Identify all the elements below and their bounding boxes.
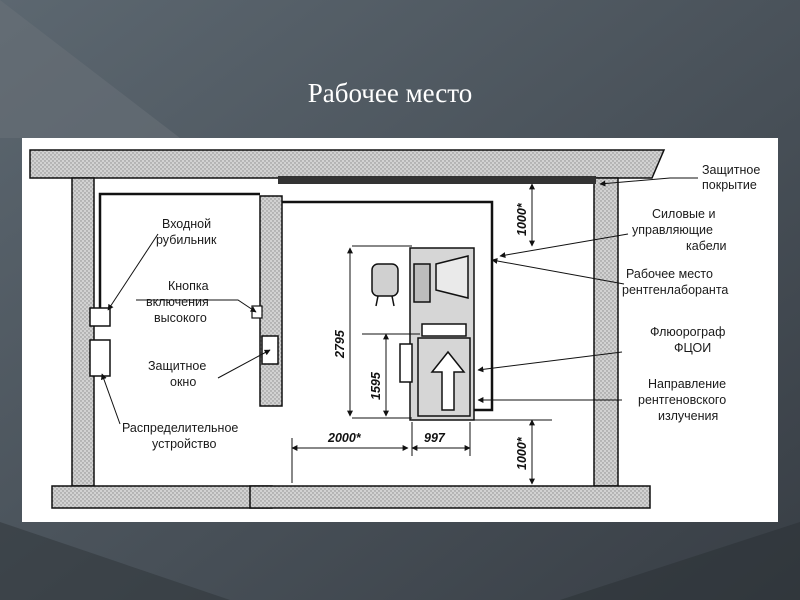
radiation-direction-arrow-icon: [430, 350, 466, 411]
label-power-cables: Силовые и управляющие кабели: [632, 207, 727, 253]
svg-text:окно: окно: [170, 375, 196, 389]
svg-text:Флюорограф: Флюорограф: [650, 325, 725, 339]
leader-lines: [101, 177, 698, 425]
label-radiographer-workplace: Рабочее место рентгенлаборанта: [622, 267, 728, 297]
svg-text:высокого: высокого: [154, 311, 207, 325]
svg-text:покрытие: покрытие: [702, 178, 757, 192]
radiographer-workplace: [371, 247, 475, 421]
protective-coating-strip: [278, 176, 596, 184]
dim-width-left: 2000*: [327, 431, 362, 445]
svg-text:рентгеновского: рентгеновского: [638, 393, 726, 407]
floor-right: [249, 485, 651, 509]
svg-text:включения: включения: [146, 295, 209, 309]
walls: [29, 149, 666, 509]
distribution-box: [89, 339, 111, 377]
svg-text:рубильник: рубильник: [156, 233, 217, 247]
svg-text:Силовые и: Силовые и: [652, 207, 715, 221]
floor-left: [51, 485, 273, 509]
left-wall: [71, 177, 95, 487]
label-high-voltage-button: Кнопка включения высокого: [146, 279, 209, 325]
dim-height-lower: 1595: [369, 371, 383, 400]
label-main-switch: Входной рубильник: [156, 217, 217, 247]
operator-desk-icon: [413, 263, 431, 303]
label-protective-window: Защитное окно: [148, 359, 206, 389]
svg-text:устройство: устройство: [152, 437, 216, 451]
svg-text:Входной: Входной: [162, 217, 211, 231]
main-switch-box: [89, 307, 111, 327]
slide-title: Рабочее место: [307, 78, 473, 108]
ceiling-wall: [29, 149, 666, 179]
diagram-panel: 1000* 2795 1595 2000* 997 1000* Защитное…: [22, 138, 778, 522]
high-voltage-button-box: [251, 305, 263, 319]
svg-text:ФЦОИ: ФЦОИ: [674, 341, 711, 355]
label-protective-coating: Защитное покрытие: [702, 163, 760, 192]
label-distribution-device: Распределительное устройство: [122, 421, 238, 451]
svg-text:рентгенлаборанта: рентгенлаборанта: [622, 283, 728, 297]
workplace-floor-plan: 1000* 2795 1595 2000* 997 1000* Защитное…: [29, 149, 760, 509]
dim-top-gap: 1000*: [515, 202, 529, 236]
control-console-icon: [435, 255, 469, 299]
partition-wall: [259, 195, 283, 407]
label-fluorograph: Флюорограф ФЦОИ: [650, 325, 725, 355]
svg-text:излучения: излучения: [658, 409, 718, 423]
operator-chair-icon: [371, 263, 399, 297]
svg-text:Направление: Направление: [648, 377, 726, 391]
dimension-lines: [291, 183, 552, 485]
dim-height-total: 2795: [333, 329, 347, 359]
cable-run: [98, 192, 494, 412]
label-radiation-direction: Направление рентгеновского излучения: [638, 377, 726, 423]
svg-text:Защитное: Защитное: [148, 359, 206, 373]
dim-width-unit: 997: [424, 431, 446, 445]
svg-text:Кнопка: Кнопка: [168, 279, 209, 293]
svg-text:Распределительное: Распределительное: [122, 421, 238, 435]
svg-text:кабели: кабели: [686, 239, 727, 253]
svg-text:Защитное: Защитное: [702, 163, 760, 177]
dim-bottom-gap: 1000*: [515, 436, 529, 470]
svg-text:Рабочее место: Рабочее место: [626, 267, 713, 281]
right-wall: [593, 177, 619, 487]
svg-text:управляющие: управляющие: [632, 223, 713, 237]
